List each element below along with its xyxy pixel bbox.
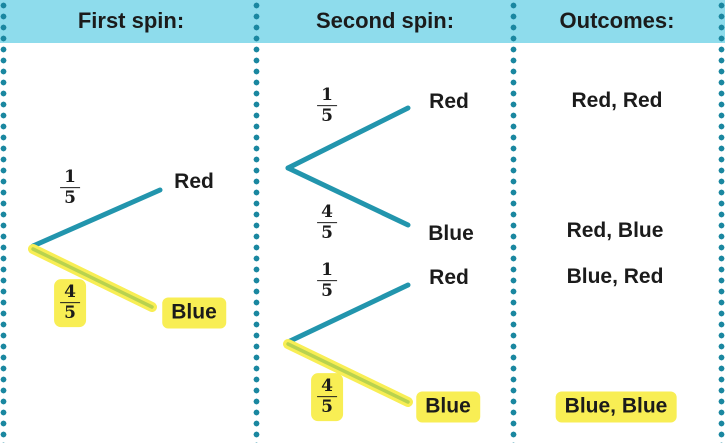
branch-second-blue-blue: [286, 342, 410, 404]
fraction-numerator: 4: [317, 377, 337, 398]
fraction-first-red: 1 5: [60, 168, 80, 208]
fraction-denominator: 5: [321, 106, 333, 127]
fraction-second-blue-blue: 4 5: [311, 373, 343, 421]
node-label-first-blue: Blue: [162, 297, 226, 329]
fraction-denominator: 5: [321, 223, 333, 244]
node-label-second-blue-blue: Blue: [416, 391, 480, 423]
branch-second-red-blue: [285, 165, 411, 228]
fraction-numerator: 1: [60, 168, 80, 189]
header-first-spin: First spin:: [77, 8, 185, 33]
fraction-denominator: 5: [64, 303, 76, 324]
dotted-divider-right: [718, 0, 725, 443]
header-outcomes: Outcomes:: [559, 8, 675, 33]
dotted-divider-left: [0, 0, 7, 443]
fraction-numerator: 1: [317, 86, 337, 107]
branch-first-red: [30, 187, 163, 249]
branch-first-blue: [31, 247, 154, 309]
fraction-second-blue-red: 1 5: [317, 261, 337, 301]
fraction-denominator: 5: [321, 397, 333, 418]
fraction-numerator: 1: [317, 261, 337, 282]
outcome-blue-blue: Blue, Blue: [555, 391, 677, 423]
node-label-second-red-red: Red: [429, 90, 469, 113]
node-label-second-red-blue: Blue: [428, 222, 474, 245]
dotted-divider-first: [253, 0, 260, 443]
fraction-numerator: 4: [317, 203, 337, 224]
fraction-denominator: 5: [321, 281, 333, 302]
header-second-spin: Second spin:: [315, 8, 455, 33]
node-label-second-blue-red: Red: [429, 266, 469, 289]
fraction-second-red-red: 1 5: [317, 86, 337, 126]
outcome-red-red: Red, Red: [571, 89, 663, 112]
fraction-denominator: 5: [64, 188, 76, 209]
branch-second-blue-red: [285, 282, 411, 345]
outcome-blue-red: Blue, Red: [566, 265, 664, 288]
header-bar: [0, 0, 725, 43]
fraction-first-blue: 4 5: [54, 279, 86, 327]
branch-second-red-red: [285, 105, 411, 171]
node-label-first-red: Red: [174, 170, 214, 193]
fraction-second-red-blue: 4 5: [317, 203, 337, 243]
fraction-numerator: 4: [60, 283, 80, 304]
outcome-red-blue: Red, Blue: [566, 219, 664, 242]
dotted-divider-second: [510, 0, 517, 443]
